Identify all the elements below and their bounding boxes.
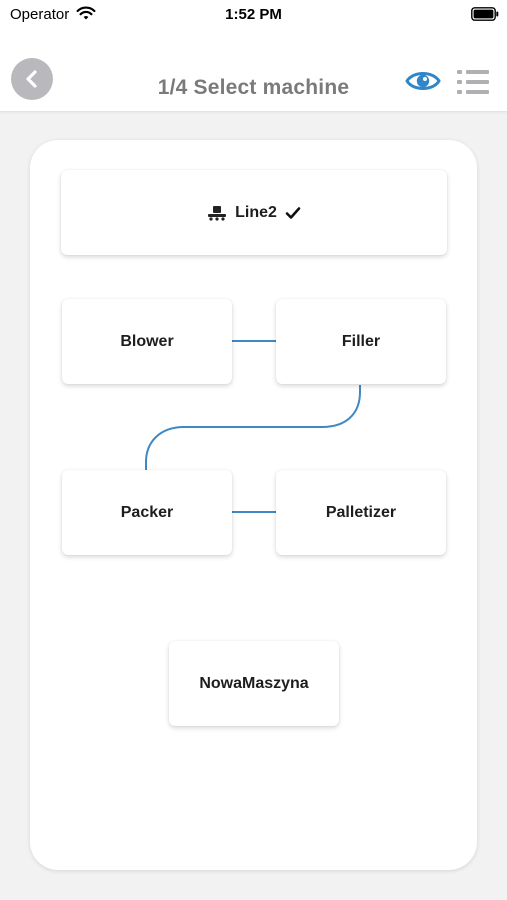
navigation-header: 1/4 Select machine [0, 30, 507, 112]
machine-node-blower[interactable]: Blower [62, 299, 232, 384]
machine-label: Filler [341, 332, 381, 350]
carrier-label: Operator [10, 6, 70, 23]
machine-node-filler[interactable]: Filler [276, 299, 446, 384]
machine-node-nowamaszyna[interactable]: NowaMaszyna [169, 641, 339, 726]
back-button[interactable] [11, 58, 53, 100]
production-line-icon [207, 205, 227, 221]
machine-label: NowaMaszyna [199, 674, 309, 692]
line-selector[interactable]: Line2 [61, 170, 447, 255]
machine-node-packer[interactable]: Packer [62, 470, 232, 555]
wifi-icon [76, 5, 96, 25]
battery-icon [471, 7, 499, 25]
line-label: Line2 [235, 203, 277, 221]
preview-button[interactable] [405, 67, 441, 95]
page-title: 1/4 Select machine [157, 76, 350, 99]
checkmark-icon [285, 206, 301, 220]
machine-label: Packer [120, 503, 174, 521]
list-icon [457, 70, 489, 94]
status-bar: Operator 1:52 PM [0, 0, 507, 30]
machine-node-palletizer[interactable]: Palletizer [276, 470, 446, 555]
list-view-button[interactable] [456, 68, 490, 96]
machine-label: Blower [120, 332, 174, 350]
machine-label: Palletizer [325, 503, 397, 521]
status-time: 1:52 PM [225, 6, 282, 23]
chevron-left-icon [26, 70, 37, 88]
eye-icon [405, 72, 441, 90]
